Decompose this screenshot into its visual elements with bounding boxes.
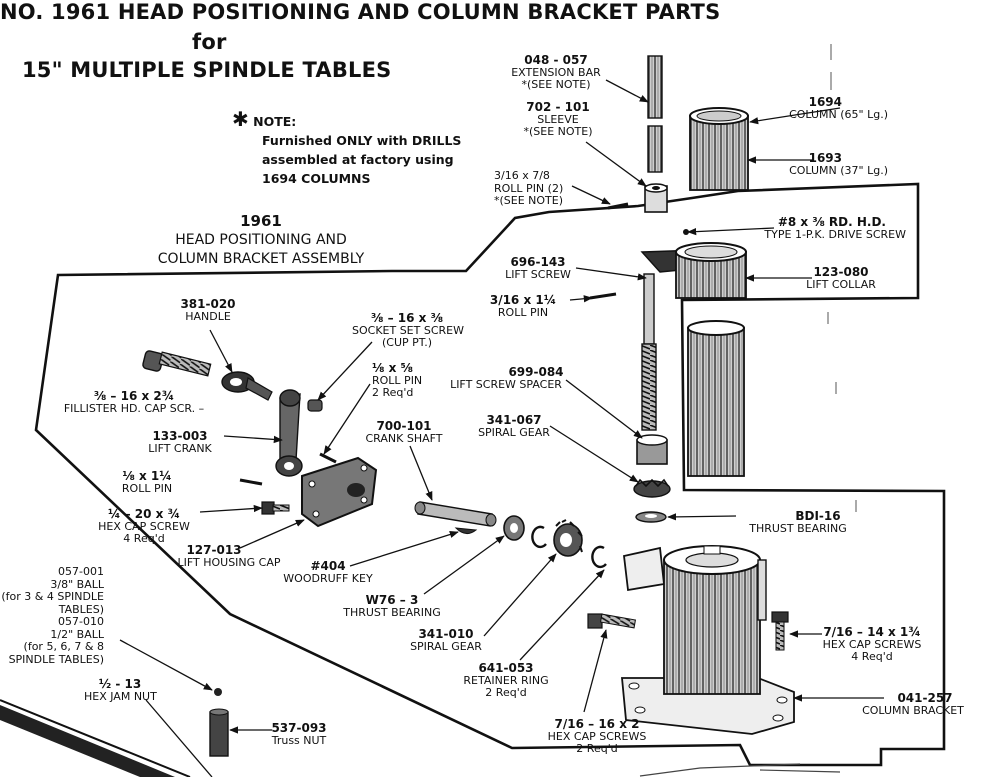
bottom-margin-marks <box>639 763 841 777</box>
note-line-2: assembled at factory using <box>262 152 454 167</box>
extension-bar-part <box>647 55 663 173</box>
thrust-bearing-w76-part <box>503 515 525 541</box>
roll-pin-part <box>239 478 263 486</box>
title-line-3: 15" MULTIPLE SPINDLE TABLES <box>22 58 392 82</box>
lift-screw-part <box>641 273 657 431</box>
woodruff-key-part <box>454 527 478 534</box>
margin-marks <box>827 44 857 512</box>
title-line-2: for <box>192 30 227 54</box>
roll-pin-part <box>607 202 629 210</box>
assembly-number: 1961 <box>240 212 282 230</box>
retainer-ring-part <box>591 545 607 569</box>
set-screw-part <box>307 399 323 412</box>
hex-cap-screw-part <box>261 501 290 515</box>
leader-lines <box>119 79 884 777</box>
note-line-1: Furnished ONLY with DRILLS <box>262 133 462 148</box>
assembly-heading: 1961 HEAD POSITIONING AND COLUMN BRACKET… <box>145 212 377 269</box>
lift-collar-part <box>640 229 747 299</box>
title-line-1: NO. 1961 HEAD POSITIONING AND COLUMN BRA… <box>0 0 721 24</box>
callout-ball: 057-001 3/8" BALL (for 3 & 4 SPINDLE TAB… <box>1 565 104 666</box>
bottom-rod-part <box>0 705 175 777</box>
lift-screw-spacer-part <box>636 434 668 465</box>
crank-shaft-part <box>414 501 497 527</box>
fillister-screw-part <box>142 350 212 377</box>
hex-cap-screw-716-part <box>587 613 637 629</box>
lift-crank-part <box>275 389 303 477</box>
sleeve-part <box>644 183 668 213</box>
note-block: ✱ NOTE: Furnished ONLY with DRILLS assem… <box>232 107 462 188</box>
roll-pin-part <box>589 292 617 300</box>
spiral-gear-010-part <box>553 519 583 557</box>
roll-pin-part <box>319 452 337 464</box>
ball-part <box>214 688 222 696</box>
spiral-gear-067-part <box>633 478 671 498</box>
note-line-3: 1694 COLUMNS <box>262 171 371 186</box>
assembly-line-1: HEAD POSITIONING AND <box>175 232 347 248</box>
truss-nut-part <box>209 708 229 757</box>
retainer-ring-part <box>531 525 547 549</box>
assembly-line-2: COLUMN BRACKET ASSEMBLY <box>157 251 365 267</box>
column-1693-part <box>687 320 745 477</box>
bottom-rod-edge <box>0 699 191 777</box>
asterisk-icon: ✱ <box>232 107 249 131</box>
note-heading: NOTE: <box>253 114 297 129</box>
column-1694-part <box>689 107 749 191</box>
assembly-outline <box>34 182 946 767</box>
hex-cap-screw-714-part <box>771 611 789 651</box>
lift-housing-cap-part <box>301 456 378 528</box>
handle-part <box>221 371 273 401</box>
column-bracket-part <box>621 545 795 735</box>
thrust-bearing-bdi-part <box>635 511 667 523</box>
callout-drive-screw: #8 x ⅜ RD. H.D.TYPE 1-P.K. DRIVE SCREW <box>764 215 906 241</box>
